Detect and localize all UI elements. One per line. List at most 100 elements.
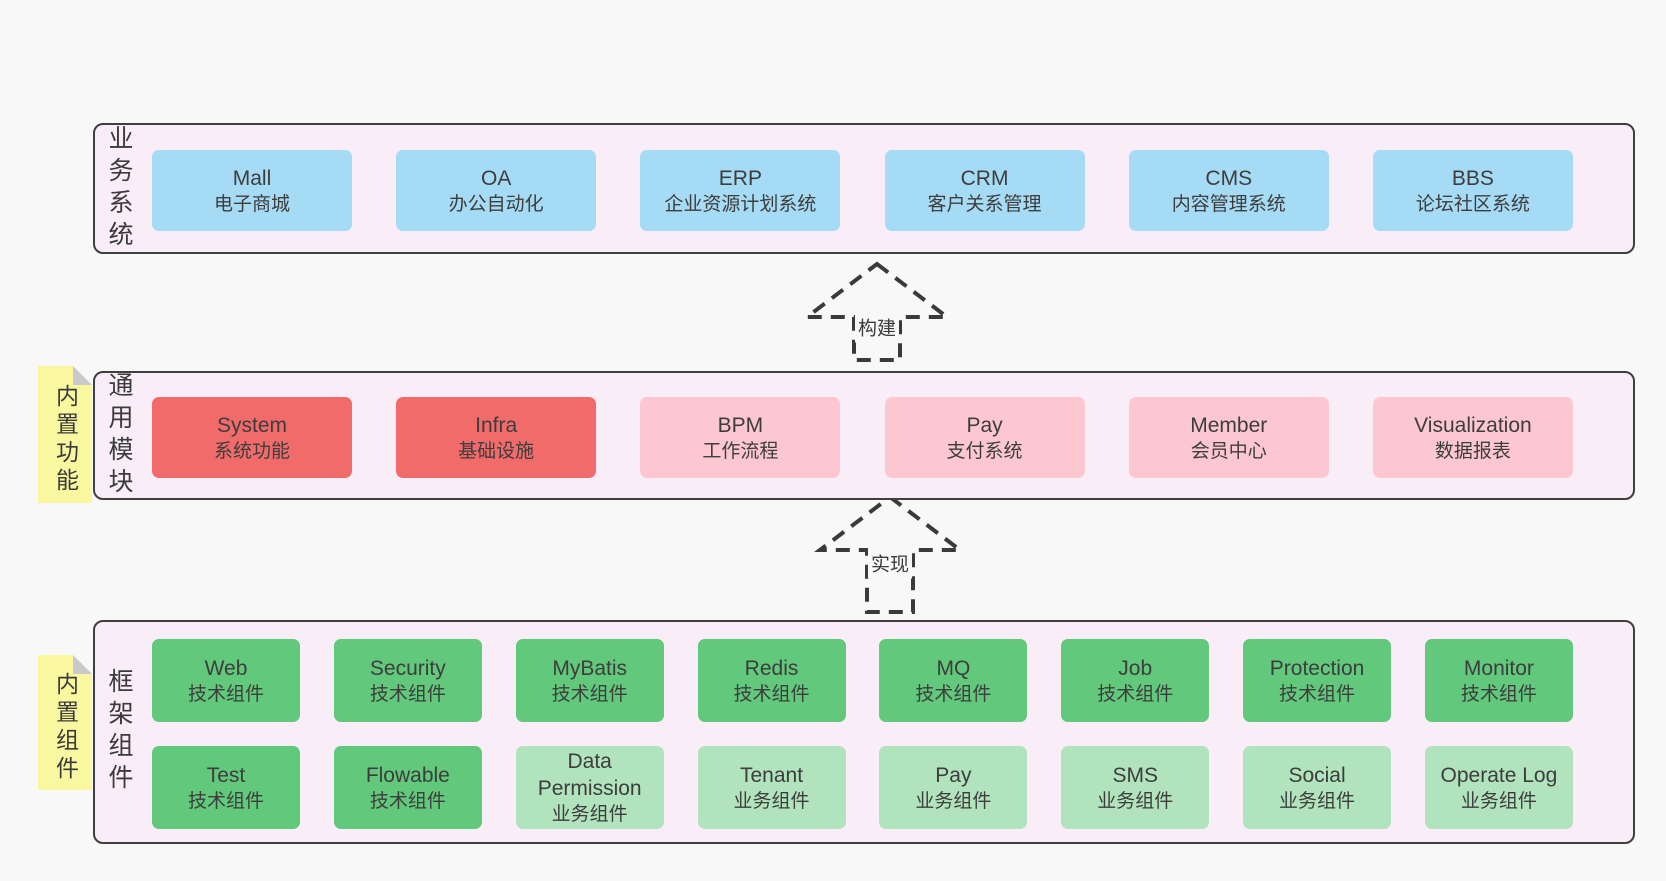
- box-title: Infra: [475, 413, 518, 437]
- box-erp: ERP 企业资源计划系统: [640, 150, 841, 231]
- box-infra: Infra 基础设施: [396, 397, 597, 478]
- box-title: ERP: [718, 166, 762, 190]
- box-title: Monitor: [1463, 656, 1534, 680]
- box-title: CRM: [960, 166, 1009, 190]
- framework-components-container: 框架组件 Web 技术组件 Security 技术组件 MyBatis 技术组件…: [93, 620, 1635, 844]
- box-subtitle: 技术组件: [187, 790, 264, 812]
- box-title: Tenant: [740, 763, 804, 787]
- box-subtitle: 论坛社区系统: [1415, 193, 1530, 215]
- sticky-fold-corner: [73, 366, 92, 385]
- box-subtitle: 客户关系管理: [927, 193, 1042, 215]
- box-bbs: BBS 论坛社区系统: [1372, 150, 1573, 231]
- box-crm: CRM 客户关系管理: [884, 150, 1085, 231]
- box-title: Security: [369, 656, 446, 680]
- box-subtitle: 技术组件: [1460, 683, 1537, 705]
- business-systems-container: 业务系统 Mall 电子商城 OA 办公自动化 ERP 企业资源计划系统 CRM…: [93, 123, 1635, 254]
- box-web: Web 技术组件: [152, 639, 300, 722]
- box-title: Job: [1118, 656, 1153, 680]
- box-test: Test 技术组件: [152, 746, 300, 829]
- implement-arrow-label: 实现: [867, 547, 913, 579]
- box-member: Member 会员中心: [1128, 397, 1329, 478]
- box-title: SMS: [1112, 763, 1158, 787]
- box-subtitle: 工作流程: [702, 440, 779, 462]
- build-arrow-label: 构建: [854, 311, 900, 343]
- box-title: Pay: [966, 413, 1003, 437]
- box-subtitle: 支付系统: [946, 440, 1023, 462]
- box-tenant: Tenant 业务组件: [697, 746, 846, 829]
- build-arrow-icon: [801, 261, 953, 362]
- builtin-components-label: 内置组件: [52, 671, 79, 784]
- common-modules-row: System 系统功能 Infra 基础设施 BPM 工作流程 Pay 支付系统…: [152, 397, 1573, 478]
- box-pay-module: Pay 支付系统: [884, 397, 1085, 478]
- box-subtitle: 技术组件: [1097, 683, 1174, 705]
- box-title: Data Permission: [537, 750, 642, 800]
- box-subtitle: 业务组件: [1279, 790, 1356, 812]
- box-title: BBS: [1451, 166, 1494, 190]
- box-title: Redis: [744, 656, 799, 680]
- box-visualization: Visualization 数据报表: [1372, 397, 1573, 478]
- box-subtitle: 办公自动化: [448, 193, 544, 215]
- box-title: Test: [206, 763, 246, 787]
- box-title: Social: [1288, 763, 1346, 787]
- box-title: Flowable: [365, 763, 450, 787]
- biz-components-row: Test 技术组件 Flowable 技术组件 Data Permission …: [152, 746, 1573, 829]
- box-title: Pay: [935, 763, 972, 787]
- box-data-permission: Data Permission 业务组件: [515, 746, 664, 829]
- box-security: Security 技术组件: [333, 639, 482, 722]
- box-redis: Redis 技术组件: [697, 639, 846, 722]
- box-title: Visualization: [1414, 413, 1532, 437]
- box-subtitle: 数据报表: [1434, 440, 1511, 462]
- box-subtitle: 技术组件: [187, 683, 264, 705]
- box-subtitle: 内容管理系统: [1171, 193, 1286, 215]
- sticky-fold-corner: [73, 655, 92, 674]
- box-title: Member: [1190, 413, 1268, 437]
- builtin-components-sticky-note: 内置组件: [38, 655, 92, 790]
- box-subtitle: 企业资源计划系统: [664, 193, 817, 215]
- box-job: Job 技术组件: [1061, 639, 1210, 722]
- box-subtitle: 业务组件: [1460, 790, 1537, 812]
- box-subtitle: 业务组件: [551, 804, 628, 825]
- box-subtitle: 系统功能: [213, 440, 290, 462]
- box-title: OA: [481, 166, 512, 190]
- business-systems-side-label: 业务系统: [105, 124, 133, 253]
- box-title: BPM: [717, 413, 764, 437]
- framework-components-side-label: 框架组件: [105, 668, 133, 796]
- common-modules-container: 通用模块 System 系统功能 Infra 基础设施 BPM 工作流程 Pay…: [93, 371, 1635, 500]
- box-subtitle: 业务组件: [1097, 790, 1174, 812]
- business-systems-row: Mall 电子商城 OA 办公自动化 ERP 企业资源计划系统 CRM 客户关系…: [152, 150, 1573, 231]
- box-mall: Mall 电子商城: [152, 150, 352, 231]
- box-subtitle: 电子商城: [213, 193, 290, 215]
- common-modules-side-label: 通用模块: [105, 371, 133, 500]
- box-subtitle: 业务组件: [915, 790, 992, 812]
- box-sms: SMS 业务组件: [1061, 746, 1210, 829]
- box-title: Web: [204, 656, 248, 680]
- implement-arrow-icon: [814, 494, 966, 614]
- box-title: CMS: [1205, 166, 1253, 190]
- box-title: MQ: [936, 656, 971, 680]
- box-operate-log: Operate Log 业务组件: [1424, 746, 1573, 829]
- box-subtitle: 技术组件: [915, 683, 992, 705]
- box-subtitle: 技术组件: [1279, 683, 1356, 705]
- builtin-features-sticky-note: 内置功能: [38, 366, 92, 503]
- box-subtitle: 基础设施: [458, 440, 535, 462]
- box-title: Operate Log: [1440, 763, 1558, 787]
- box-subtitle: 技术组件: [369, 790, 446, 812]
- box-cms: CMS 内容管理系统: [1128, 150, 1329, 231]
- box-monitor: Monitor 技术组件: [1424, 639, 1573, 722]
- box-social: Social 业务组件: [1243, 746, 1392, 829]
- builtin-features-label: 内置功能: [52, 383, 79, 496]
- box-title: System: [216, 413, 287, 437]
- box-system: System 系统功能: [152, 397, 352, 478]
- tech-components-row: Web 技术组件 Security 技术组件 MyBatis 技术组件 Redi…: [152, 639, 1573, 722]
- box-subtitle: 技术组件: [369, 683, 446, 705]
- box-subtitle: 业务组件: [733, 790, 810, 812]
- box-subtitle: 技术组件: [551, 683, 628, 705]
- box-subtitle: 会员中心: [1190, 440, 1267, 462]
- box-title: Protection: [1269, 656, 1365, 680]
- box-mybatis: MyBatis 技术组件: [515, 639, 664, 722]
- box-oa: OA 办公自动化: [396, 150, 597, 231]
- box-mq: MQ 技术组件: [879, 639, 1028, 722]
- box-flowable: Flowable 技术组件: [333, 746, 482, 829]
- box-title: Mall: [232, 166, 272, 190]
